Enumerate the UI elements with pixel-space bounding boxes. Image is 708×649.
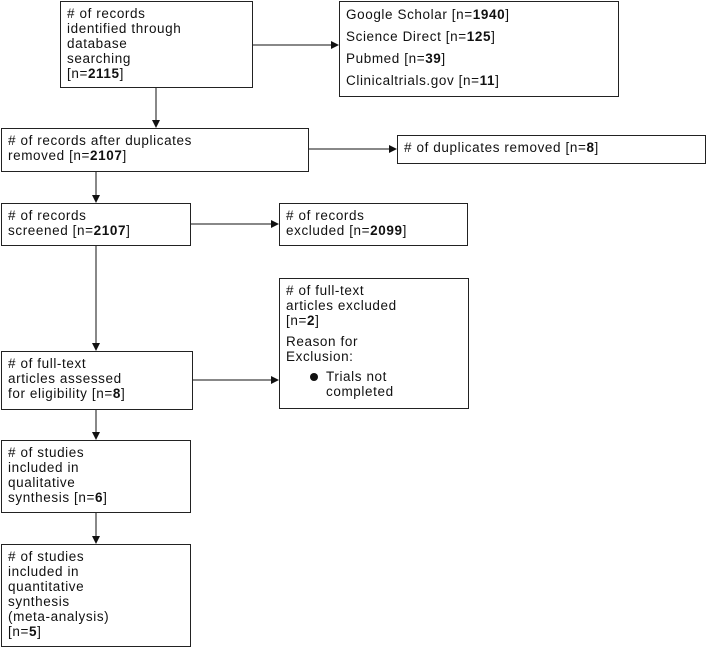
qualitative-line-3: qualitative [8,475,76,490]
quantitative-line-4: synthesis [8,594,70,609]
fulltext-excluded-line-2: articles excluded [286,298,397,313]
assessed-line-3: for eligibility [n=8] [8,386,126,401]
reason-line-1: Reason for [286,334,359,349]
source-science-direct: Science Direct [n=125] [346,29,496,44]
box-records-screened: # of records screened [n=2107] [1,203,191,246]
after-duplicates-line-2: removed [n=2107] [8,148,127,163]
screened-line-2: screened [n=2107] [8,223,131,238]
fulltext-excluded-line-1: # of full-text [286,283,365,298]
quantitative-line-3: quantitative [8,579,85,594]
identified-line-1: # of records [67,6,146,21]
excluded-line-2: excluded [n=2099] [286,223,407,238]
bullet-icon [310,373,318,381]
exclusion-reason-item: Trials not completed [310,369,462,399]
identified-line-2: identified through [67,21,182,36]
assessed-line-1: # of full-text [8,356,87,371]
box-records-after-duplicates: # of records after duplicates removed [n… [1,128,309,172]
quantitative-count-line: [n=5] [8,624,42,639]
after-duplicates-line-1: # of records after duplicates [8,133,192,148]
box-database-sources: Google Scholar [n=1940] Science Direct [… [339,1,619,97]
quantitative-line-5: (meta-analysis) [8,609,110,624]
fulltext-excluded-count-line: [n=2] [286,313,320,328]
source-pubmed: Pubmed [n=39] [346,51,446,66]
box-fulltext-excluded: # of full-text articles excluded [n=2] R… [279,278,469,409]
identified-line-4: searching [67,51,131,66]
reason-line-2: Exclusion: [286,349,354,364]
exclusion-reason-line-2: completed [326,384,394,399]
identified-count-line: [n=2115] [67,66,124,81]
identified-count: 2115 [87,66,120,81]
source-clinicaltrials: Clinicaltrials.gov [n=11] [346,73,500,88]
assessed-line-2: articles assessed [8,371,122,386]
box-duplicates-removed: # of duplicates removed [n=8] [397,135,706,164]
qualitative-line-2: included in [8,460,80,475]
qualitative-line-1: # of studies [8,445,85,460]
quantitative-line-1: # of studies [8,549,85,564]
excluded-line-1: # of records [286,208,365,223]
identified-line-3: database [67,36,128,51]
exclusion-reason-line-1: Trials not [326,369,388,384]
source-google-scholar: Google Scholar [n=1940] [346,7,510,22]
duplicates-removed-line: # of duplicates removed [n=8] [404,140,599,155]
screened-line-1: # of records [8,208,87,223]
box-qualitative-synthesis: # of studies included in qualitative syn… [1,440,191,513]
qualitative-line-4: synthesis [n=6] [8,490,108,505]
quantitative-line-2: included in [8,564,80,579]
box-records-excluded: # of records excluded [n=2099] [279,203,468,246]
box-records-identified: # of records identified through database… [60,1,253,88]
box-quantitative-synthesis: # of studies included in quantitative sy… [1,544,191,647]
box-fulltext-assessed: # of full-text articles assessed for eli… [1,351,193,410]
